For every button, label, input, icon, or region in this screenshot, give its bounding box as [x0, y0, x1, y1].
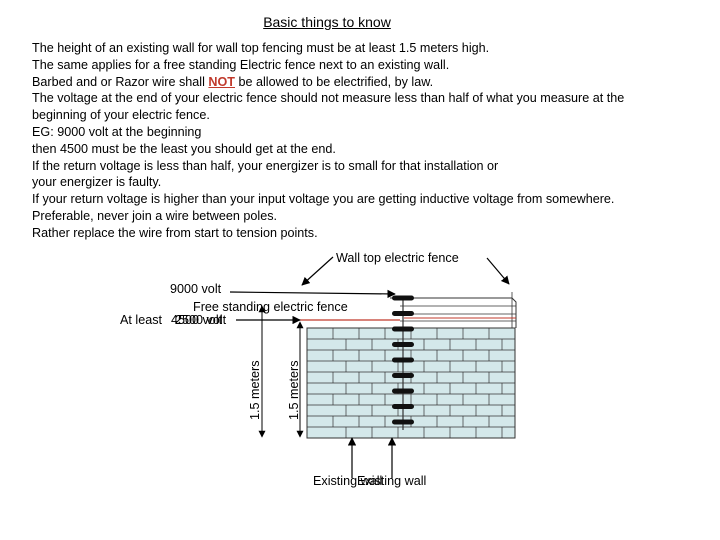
page-title: Basic things to know	[263, 14, 391, 30]
fence-top-frame	[390, 297, 517, 328]
height-label-wall: 1.5 meters	[248, 361, 262, 421]
wall-top-fence	[390, 292, 517, 328]
free-standing-pole	[392, 295, 414, 430]
free-standing-label: Free standing electric fence	[193, 300, 348, 314]
text-line: The same applies for a free standing Ele…	[32, 57, 450, 72]
text-line-post: be allowed to be electrified, by law.	[235, 74, 434, 89]
arrow-wall-top-right	[486, 257, 510, 285]
insulators	[392, 295, 414, 425]
text-line: beginning of your electric fence.	[32, 108, 210, 123]
wall-top-fence-label: Wall top electric fence	[336, 251, 459, 265]
height-label-fence: 1.5 meters	[287, 361, 301, 421]
insulator	[392, 404, 414, 409]
text-line: Preferable, never join a wire between po…	[32, 208, 278, 223]
text-line: your energizer is faulty.	[32, 175, 162, 190]
text-line: Rather replace the wire from start to te…	[32, 225, 318, 240]
voltage-end-label-a: 4500 volt	[171, 313, 223, 327]
insulator	[392, 311, 414, 316]
insulator	[392, 342, 414, 347]
height-dimensions	[258, 305, 304, 438]
insulator	[392, 419, 414, 425]
wall-bricks	[307, 328, 515, 438]
voltage-start-label: 9000 volt	[170, 282, 222, 296]
existing-wall-label-a: Existing wall	[313, 474, 382, 488]
at-least-label: At least	[120, 313, 163, 327]
insulator	[392, 373, 414, 378]
insulator	[392, 388, 414, 394]
emphasis-not: NOT	[208, 74, 235, 89]
text-line-pre: Barbed and or Razor wire shall	[32, 74, 209, 89]
text-line: The height of an existing wall for wall …	[32, 41, 490, 55]
insulator	[392, 295, 414, 301]
body-text: The height of an existing wall for wall …	[32, 40, 702, 242]
arrow-wall-top-left	[301, 256, 334, 286]
text-line: EG: 9000 volt at the beginning	[32, 124, 202, 139]
insulator	[392, 326, 414, 332]
pointer-arrows	[229, 256, 510, 478]
text-line: Barbed and or Razor wire shall NOT be al…	[32, 74, 702, 91]
red-wires	[300, 317, 516, 321]
text-line: The voltage at the end of your electric …	[32, 91, 625, 106]
text-line: If the return voltage is less than half,…	[32, 158, 499, 173]
existing-wall-label-b: Existing wall	[357, 474, 426, 488]
voltage-end-label-b: 2500 volt	[175, 313, 227, 327]
insulator	[392, 357, 414, 363]
arrow-9000-volt	[229, 289, 396, 299]
text-line: If your return voltage is higher than yo…	[32, 192, 615, 207]
text-line: then 4500 must be the least you should g…	[32, 141, 336, 156]
